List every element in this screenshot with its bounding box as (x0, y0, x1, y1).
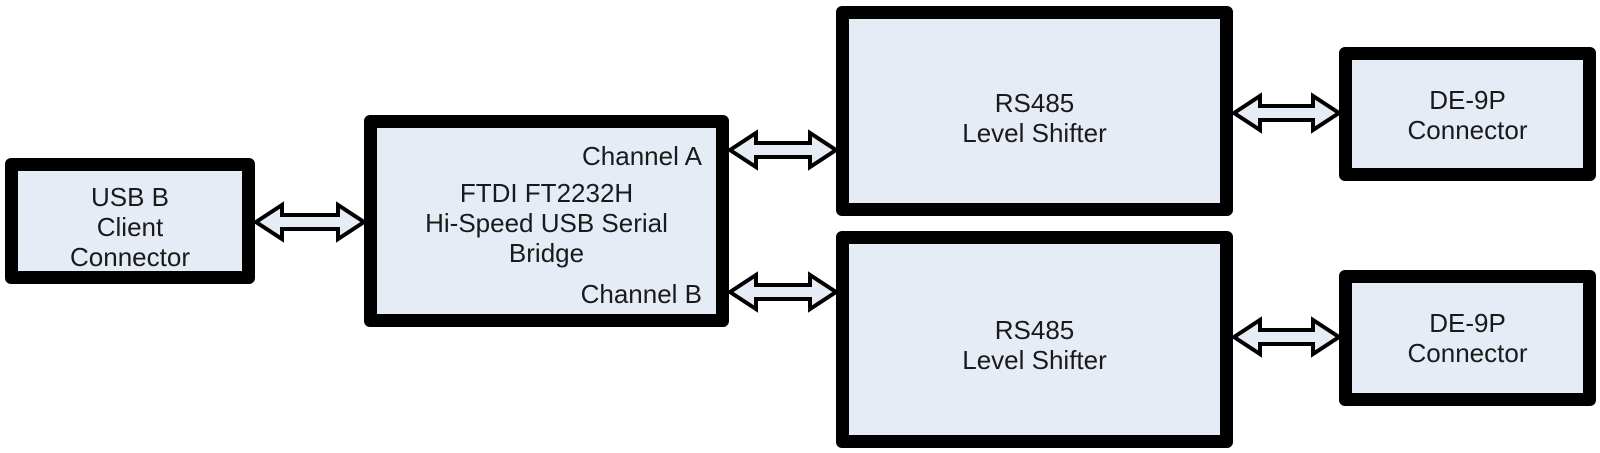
bidirectional-arrow-channel-b-to-rs485 (726, 271, 840, 313)
block-label-line: DE-9P (1429, 308, 1506, 338)
block-label-line: RS485 (994, 315, 1075, 345)
block-label: DE-9P Connector (1352, 308, 1583, 368)
bidirectional-arrow-rs485-to-de9p-top (1230, 92, 1343, 134)
rs485-level-shifter-block-b: RS485 Level Shifter (836, 231, 1233, 448)
de9p-connector-block-a: DE-9P Connector (1339, 47, 1596, 181)
bidirectional-arrow-rs485-to-de9p-bottom (1230, 316, 1343, 358)
ftdi-ft2232h-bridge-block: Channel A FTDI FT2232H Hi-Speed USB Seri… (364, 115, 729, 327)
block-label-line: Connector (1407, 115, 1528, 145)
block-label-line: Connector (70, 242, 190, 272)
block-label-line: Level Shifter (962, 118, 1107, 148)
block-label-line: DE-9P (1429, 85, 1506, 115)
usb-b-client-connector-block: USB B Client Connector (5, 158, 255, 284)
block-label-line: Level Shifter (962, 345, 1107, 375)
de9p-connector-block-b: DE-9P Connector (1339, 270, 1596, 406)
block-label: RS485 Level Shifter (849, 88, 1220, 148)
block-label-line: FTDI FT2232H (459, 178, 634, 208)
block-label: RS485 Level Shifter (849, 315, 1220, 375)
block-label-line: Connector (1407, 338, 1528, 368)
block-label: USB B Client Connector (18, 182, 242, 272)
channel-b-port-label: Channel B (580, 279, 702, 309)
bidirectional-arrow-usb-to-ftdi (252, 201, 368, 243)
rs485-level-shifter-block-a: RS485 Level Shifter (836, 6, 1233, 216)
channel-a-port-label: Channel A (582, 141, 702, 171)
bidirectional-arrow-channel-a-to-rs485 (726, 129, 840, 171)
block-label-line: USB B (90, 182, 170, 212)
block-label-line: Hi-Speed USB Serial (425, 208, 668, 238)
block-label: DE-9P Connector (1352, 85, 1583, 145)
block-label-line: Bridge (508, 238, 585, 268)
block-label: FTDI FT2232H Hi-Speed USB Serial Bridge (377, 178, 716, 268)
block-label-line: RS485 (994, 88, 1075, 118)
block-label-line: Client (96, 212, 164, 242)
